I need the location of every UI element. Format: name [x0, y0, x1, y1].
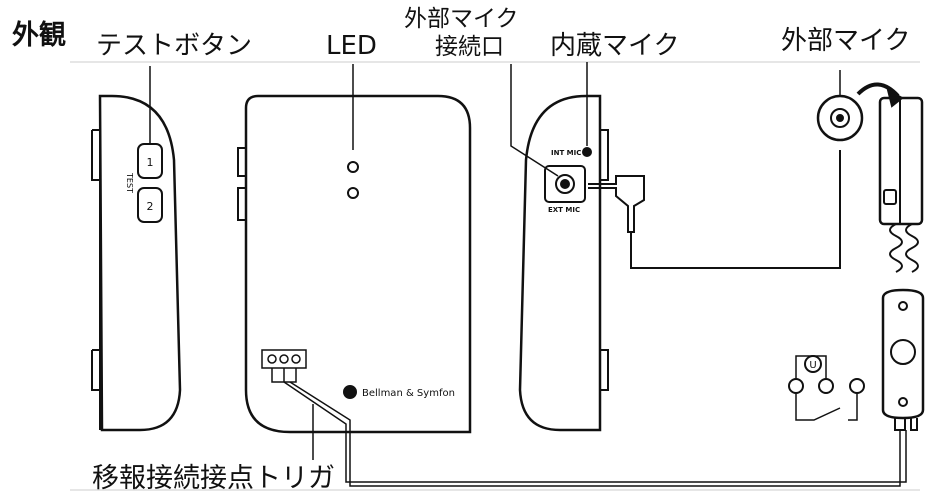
handset-cord-2 — [905, 223, 919, 273]
page-title: 外観 — [12, 20, 66, 51]
side-view-mic — [510, 62, 841, 432]
led-label: LED — [326, 31, 377, 61]
btn1-text: 1 — [147, 156, 154, 169]
external-mic-label: 外部マイク — [781, 26, 911, 56]
internal-mic-label: 内蔵マイク — [550, 31, 680, 61]
ext-mic-cable — [630, 150, 841, 269]
test-button-label: テストボタン — [96, 31, 253, 61]
led-indicator-2 — [347, 187, 359, 199]
relay-trigger-label: 移報接続接点トリガ — [92, 463, 335, 494]
ext-mic-jack-label-line1: 外部マイク — [404, 6, 519, 32]
btn2-text: 2 — [147, 200, 154, 213]
test-button-2[interactable] — [137, 187, 163, 223]
ext-mic-jack-leader — [510, 64, 559, 177]
relay-wire-inner — [283, 381, 907, 483]
int-mic-text: INT MIC — [551, 149, 581, 157]
test-side-text: TEST — [125, 172, 134, 193]
doorbell-assembly: U — [788, 288, 925, 431]
led-indicator-1 — [347, 161, 359, 173]
relay-wire-outer — [289, 381, 901, 487]
switch-contact — [795, 393, 858, 421]
brand-text: Bellman & Symfon — [362, 388, 455, 399]
internal-mic-hole — [582, 147, 592, 157]
external-mic-assembly — [816, 70, 924, 273]
doorbell-button-plate — [881, 288, 925, 420]
svg-text:U: U — [809, 360, 816, 371]
front-view — [237, 64, 472, 460]
handset-cord-1 — [889, 223, 903, 273]
ext-mic-jack-label-line2: 接続口 — [435, 34, 504, 60]
side-view-test — [91, 66, 182, 432]
ext-mic-text: EXT MIC — [548, 206, 580, 214]
ext-mic-jack — [544, 165, 586, 203]
brand-logo — [343, 385, 357, 399]
